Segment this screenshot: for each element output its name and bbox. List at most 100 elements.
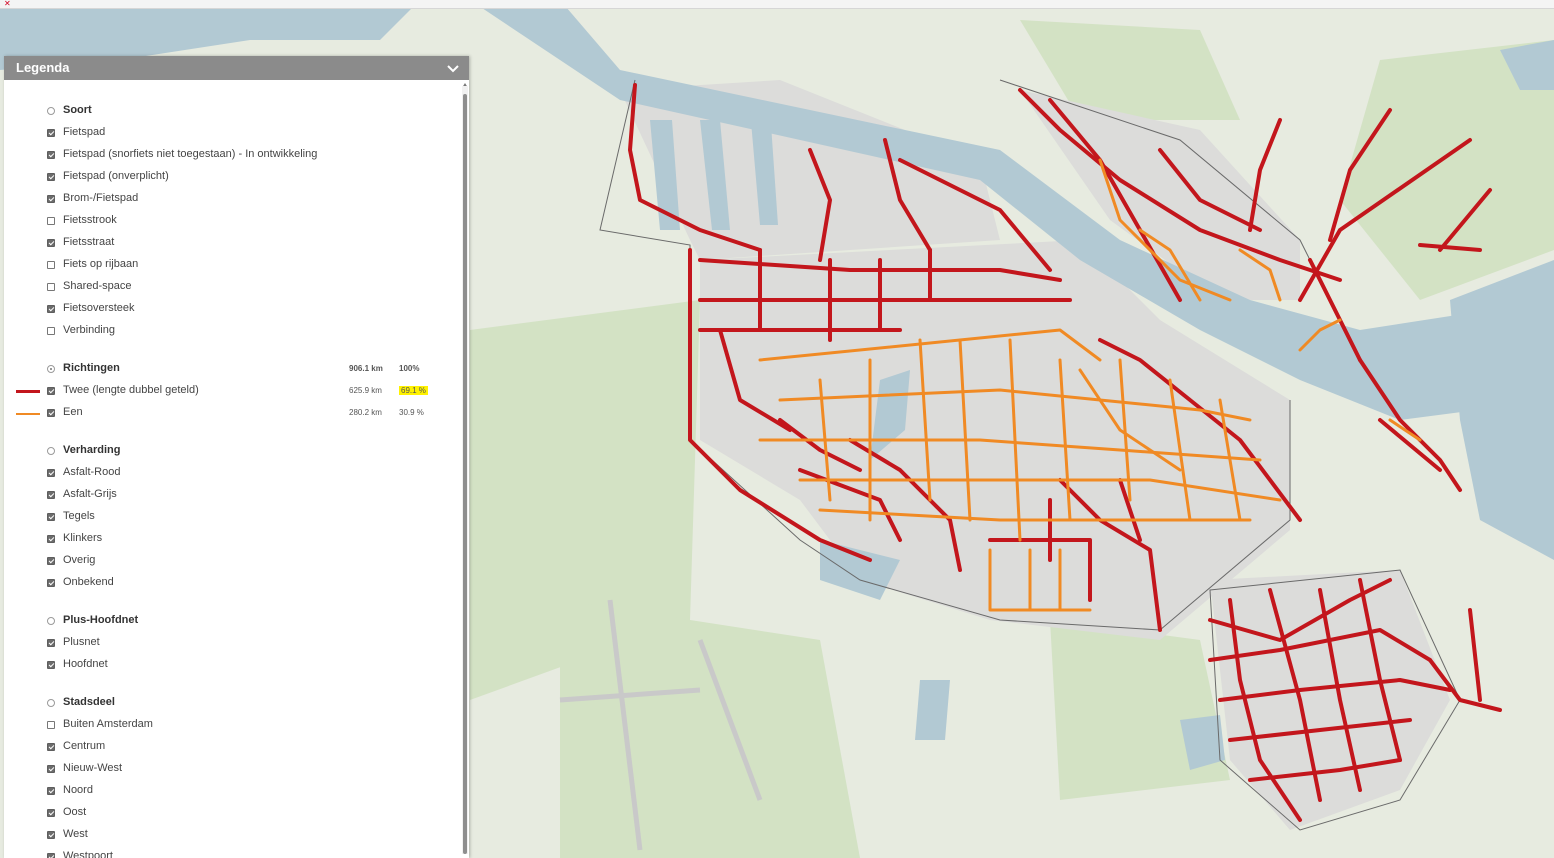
checkbox[interactable] [47, 491, 55, 499]
section-header-plus-hoofdnet[interactable]: Plus-Hoofdnet [4, 612, 462, 632]
checkbox[interactable] [47, 513, 55, 521]
legend-item-twee[interactable]: Twee (lengte dubbel geteld) 625.9 km 69.… [4, 382, 462, 402]
legend-item-klinkers[interactable]: Klinkers [4, 530, 462, 550]
checkbox[interactable] [47, 129, 55, 137]
legend-item-asfalt-grijs[interactable]: Asfalt-Grijs [4, 486, 462, 506]
map-parks [470, 20, 1554, 858]
radio-stadsdeel[interactable] [47, 699, 55, 707]
checkbox[interactable] [47, 765, 55, 773]
radio-plus-hoofdnet[interactable] [47, 617, 55, 625]
checkbox[interactable] [47, 743, 55, 751]
legend-item-label: Westpoort [63, 850, 113, 858]
checkbox[interactable] [47, 579, 55, 587]
checkbox[interactable] [47, 387, 55, 395]
legend-item-label: Centrum [63, 740, 106, 752]
legend-item-verbinding[interactable]: Verbinding [4, 322, 462, 342]
legend-header[interactable]: Legenda [4, 56, 469, 80]
legend-item-label: Tegels [63, 510, 95, 522]
legend-item-label: Plusnet [63, 636, 100, 648]
legend-item-tegels[interactable]: Tegels [4, 508, 462, 528]
checkbox[interactable] [47, 831, 55, 839]
legend-item-oost[interactable]: Oost [4, 804, 462, 824]
legend-item-label: Fietsstraat [63, 236, 115, 248]
legend-item-label: Fiets op rijbaan [63, 258, 139, 270]
legend-item-label: Fietsoversteek [63, 302, 135, 314]
section-header-soort[interactable]: Soort [4, 102, 462, 122]
checkbox[interactable] [47, 327, 55, 335]
legend-item-label: Fietspad (snorfiets niet toegestaan) - I… [63, 148, 318, 160]
legend-item-fietsstrook[interactable]: Fietsstrook [4, 212, 462, 232]
checkbox[interactable] [47, 721, 55, 729]
legend-item-onbekend[interactable]: Onbekend [4, 574, 462, 594]
legend-item-centrum[interactable]: Centrum [4, 738, 462, 758]
section-title: Soort [63, 104, 92, 116]
legend-item-overig[interactable]: Overig [4, 552, 462, 572]
map-routes-two-way [628, 83, 1502, 822]
legend-item-fietsoversteek[interactable]: Fietsoversteek [4, 300, 462, 320]
legend-title: Legenda [16, 60, 70, 75]
item-pct-highlighted: 69.1 % [399, 386, 428, 395]
legend-item-label: Onbekend [63, 576, 114, 588]
legend-item-west[interactable]: West [4, 826, 462, 846]
checkbox[interactable] [47, 305, 55, 313]
legend-item-hoofdnet[interactable]: Hoofdnet [4, 656, 462, 676]
legend-item-nieuw-west[interactable]: Nieuw-West [4, 760, 462, 780]
checkbox[interactable] [47, 639, 55, 647]
one-way-line-swatch [16, 413, 40, 415]
radio-verharding[interactable] [47, 447, 55, 455]
checkbox[interactable] [47, 557, 55, 565]
section-title: Verharding [63, 444, 121, 456]
legend-item-een[interactable]: Een 280.2 km 30.9 % [4, 404, 462, 424]
legend-item-label: Overig [63, 554, 96, 566]
legend-item-label: West [63, 828, 88, 840]
legend-item-label: Buiten Amsterdam [63, 718, 153, 730]
logo-icon: ✕ [4, 0, 11, 8]
legend-item-label: Een [63, 406, 83, 418]
legend-item-noord[interactable]: Noord [4, 782, 462, 802]
legend-item-westpoort[interactable]: Westpoort [4, 848, 462, 858]
legend-item-label: Klinkers [63, 532, 103, 544]
legend-scrollbar-thumb[interactable] [463, 94, 467, 854]
radio-soort[interactable] [47, 107, 55, 115]
legend-item-label: Fietspad [63, 126, 106, 138]
item-km: 625.9 km [349, 386, 382, 395]
radio-richtingen[interactable] [47, 365, 55, 373]
legend-item-fiets-op-rijbaan[interactable]: Fiets op rijbaan [4, 256, 462, 276]
section-header-richtingen[interactable]: Richtingen 906.1 km 100% [4, 360, 462, 380]
checkbox[interactable] [47, 239, 55, 247]
checkbox[interactable] [47, 661, 55, 669]
legend-item-buiten-amsterdam[interactable]: Buiten Amsterdam [4, 716, 462, 736]
legend-item-plusnet[interactable]: Plusnet [4, 634, 462, 654]
legend-item-fietspad-snorfiets[interactable]: Fietspad (snorfiets niet toegestaan) - I… [4, 146, 462, 166]
legend-item-fietsstraat[interactable]: Fietsstraat [4, 234, 462, 254]
legend-item-fietspad[interactable]: Fietspad [4, 124, 462, 144]
legend-item-asfalt-rood[interactable]: Asfalt-Rood [4, 464, 462, 484]
map-runways [559, 599, 763, 851]
checkbox[interactable] [47, 809, 55, 817]
section-title: Richtingen [63, 362, 120, 374]
checkbox[interactable] [47, 261, 55, 269]
total-pct: 100% [399, 364, 420, 373]
checkbox[interactable] [47, 283, 55, 291]
checkbox[interactable] [47, 217, 55, 225]
checkbox[interactable] [47, 173, 55, 181]
section-header-verharding[interactable]: Verharding [4, 442, 462, 462]
checkbox[interactable] [47, 151, 55, 159]
chevron-down-icon[interactable] [445, 60, 461, 76]
legend-scrollbar[interactable] [462, 86, 468, 854]
checkbox[interactable] [47, 853, 55, 858]
legend-item-label: Fietsstrook [63, 214, 117, 226]
legend-item-brom-fietspad[interactable]: Brom-/Fietspad [4, 190, 462, 210]
legend-body: Soort Fietspad Fietspad (snorfiets niet … [4, 80, 462, 858]
legend-item-fietspad-onverplicht[interactable]: Fietspad (onverplicht) [4, 168, 462, 188]
section-header-stadsdeel[interactable]: Stadsdeel [4, 694, 462, 714]
checkbox[interactable] [47, 787, 55, 795]
legend-item-shared-space[interactable]: Shared-space [4, 278, 462, 298]
checkbox[interactable] [47, 535, 55, 543]
checkbox[interactable] [47, 409, 55, 417]
checkbox[interactable] [47, 195, 55, 203]
section-title: Plus-Hoofdnet [63, 614, 139, 626]
checkbox[interactable] [47, 469, 55, 477]
